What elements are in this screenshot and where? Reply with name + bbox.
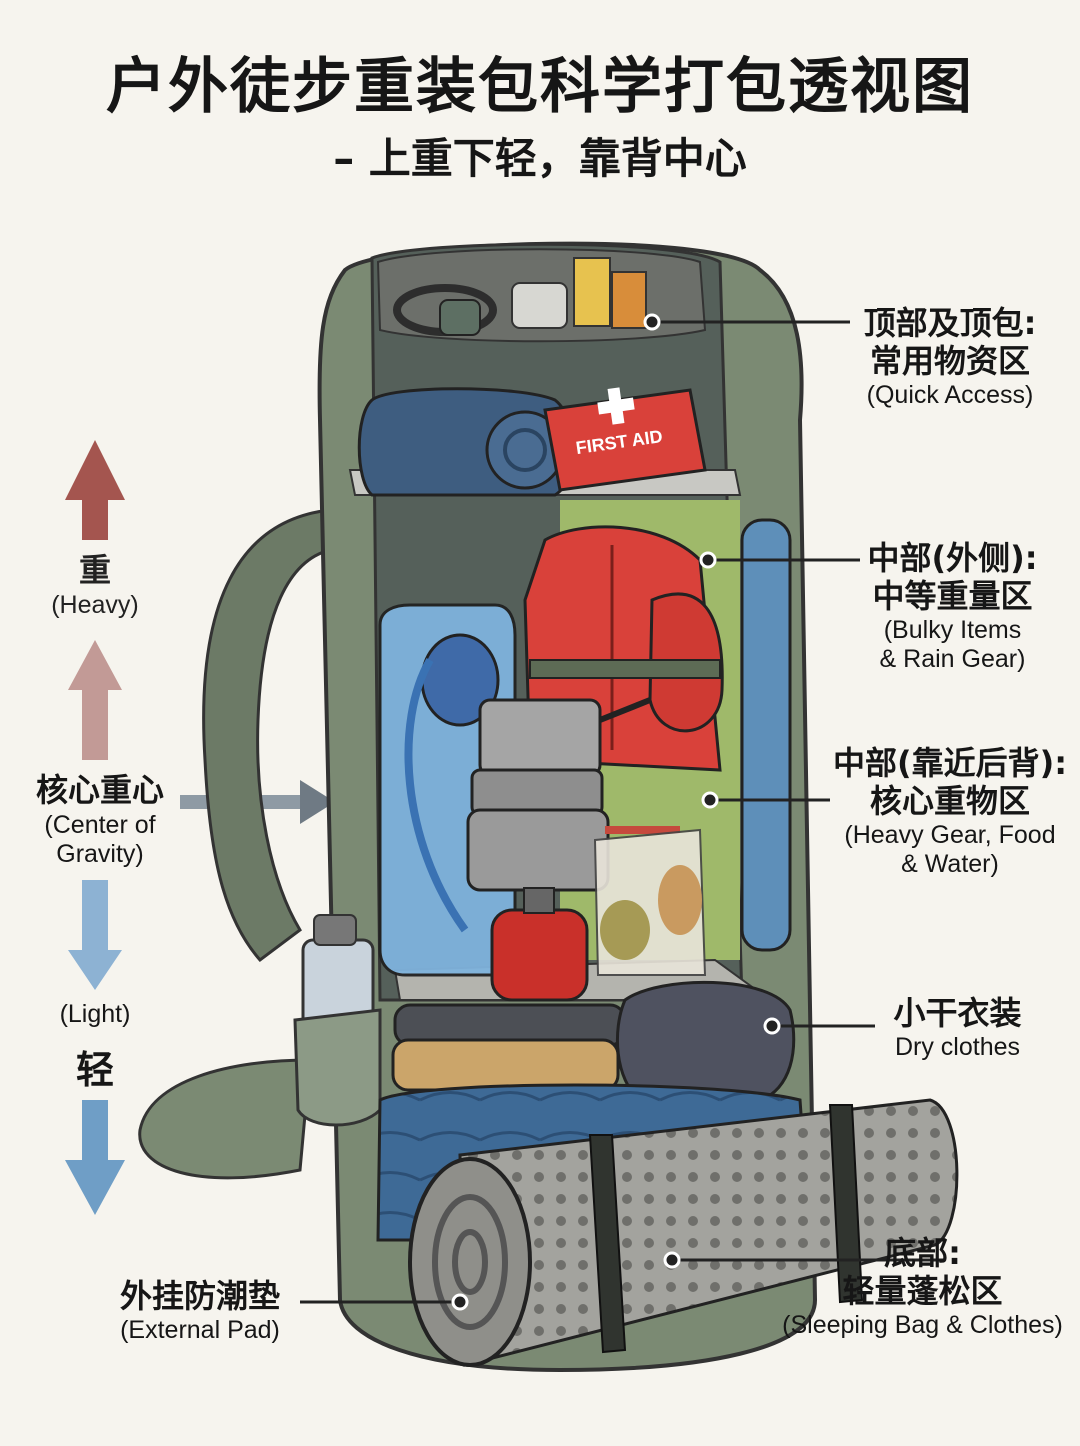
callout-pad-zh: 外挂防潮垫 <box>100 1278 300 1316</box>
callout-mid-outer-zh-2: 中等重量区 <box>845 578 1060 616</box>
light-label-zh: 轻 <box>35 1039 155 1094</box>
callout-top-zh-2: 常用物资区 <box>840 343 1060 381</box>
callout-bottom-zh-2: 轻量蓬松区 <box>775 1273 1070 1311</box>
callout-pad-en: (External Pad) <box>100 1316 300 1346</box>
callout-bottom-en: (Sleeping Bag & Clothes) <box>775 1311 1070 1341</box>
callout-top-zh-1: 顶部及顶包: <box>840 305 1060 343</box>
center-label-en-1: (Center of <box>15 811 185 840</box>
callout-mid-outer-en-2: & Rain Gear) <box>845 645 1060 675</box>
callout-mid-outer-en-1: (Bulky Items <box>845 616 1060 646</box>
callout-top: 顶部及顶包: 常用物资区 (Quick Access) <box>840 305 1060 410</box>
callout-mid-back-zh-2: 核心重物区 <box>830 783 1070 821</box>
callout-mid-back-zh-1: 中部(靠近后背): <box>830 745 1070 783</box>
callout-mid-outer-zh-1: 中部(外侧): <box>845 540 1060 578</box>
center-label-zh: 核心重心 <box>15 765 185 811</box>
callout-dry-zh: 小干衣装 <box>870 995 1045 1033</box>
light-label: (Light) 轻 <box>35 1000 155 1094</box>
callout-dry-en: Dry clothes <box>870 1033 1045 1063</box>
callout-mid-back: 中部(靠近后背): 核心重物区 (Heavy Gear, Food & Wate… <box>830 745 1070 880</box>
callout-dry: 小干衣装 Dry clothes <box>870 995 1045 1062</box>
callout-mid-outer: 中部(外侧): 中等重量区 (Bulky Items & Rain Gear) <box>845 540 1060 675</box>
center-label-en-2: Gravity) <box>15 840 185 869</box>
callout-bottom-zh-1: 底部: <box>775 1235 1070 1273</box>
callout-top-en: (Quick Access) <box>840 381 1060 411</box>
center-of-gravity-label: 核心重心 (Center of Gravity) <box>15 765 185 869</box>
light-label-en: (Light) <box>35 1000 155 1029</box>
heavy-label-zh: 重 <box>35 545 155 591</box>
heavy-label: 重 (Heavy) <box>35 545 155 620</box>
callout-mid-back-en-1: (Heavy Gear, Food <box>830 821 1070 851</box>
callout-bottom: 底部: 轻量蓬松区 (Sleeping Bag & Clothes) <box>775 1235 1070 1340</box>
callout-pad: 外挂防潮垫 (External Pad) <box>100 1278 300 1345</box>
heavy-label-en: (Heavy) <box>35 591 155 620</box>
callout-mid-back-en-2: & Water) <box>830 850 1070 880</box>
